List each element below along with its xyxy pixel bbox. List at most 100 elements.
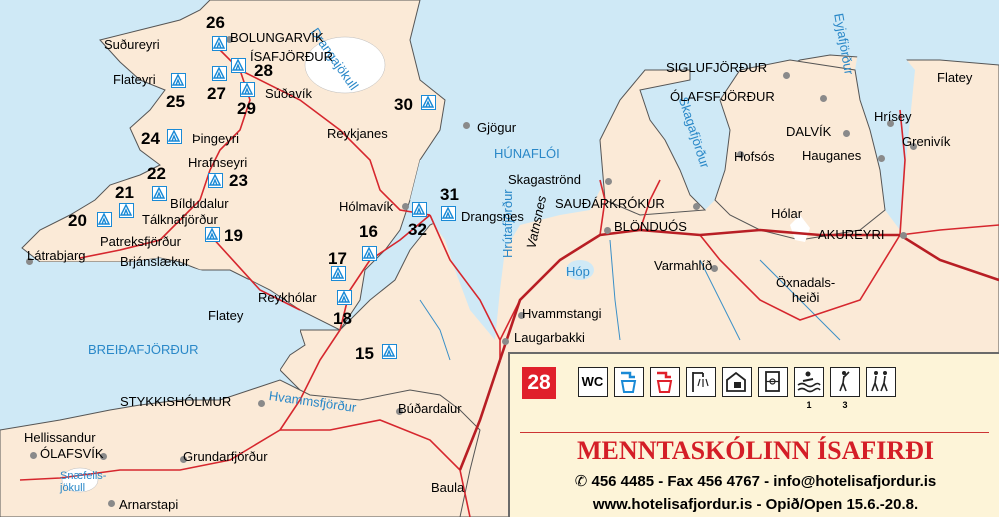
- town-dot-latrabjarg: [26, 258, 33, 265]
- town-label-isafjordur: ÍSAFJÖRÐUR: [250, 49, 334, 64]
- campsite-number-17: 17: [328, 249, 347, 268]
- town-dot-hofsos: [737, 151, 744, 158]
- town-label-skagastrond: Skagaströnd: [508, 172, 581, 187]
- town-label-siglufjordur: SIGLUFJÖRÐUR: [666, 60, 768, 75]
- campsite-marker-30[interactable]: [421, 95, 436, 110]
- campsite-marker-21[interactable]: [119, 203, 134, 218]
- campsite-marker-22[interactable]: [152, 186, 167, 201]
- campsite-number-15: 15: [355, 344, 374, 363]
- campsite-number-23: 23: [229, 171, 248, 190]
- town-dot-grundarfjordur: [180, 456, 187, 463]
- town-dot-blonduos: [604, 227, 611, 234]
- town-dot-budardalur: [396, 408, 403, 415]
- hiking-icon: [866, 367, 896, 397]
- campsite-marker-25[interactable]: [171, 73, 186, 88]
- town-label-varmahlid: Varmahlíð: [654, 258, 713, 273]
- lake-label-hop: Hóp: [566, 264, 590, 279]
- town-label-flatey-north: Flatey: [937, 70, 973, 85]
- town-label-bolungarvik: BOLUNGARVÍK: [230, 30, 324, 45]
- town-label-baula: Baula: [431, 480, 465, 495]
- town-label-holmavik: Hólmavík: [339, 199, 394, 214]
- town-label-talknafjordur: Tálknafjörður: [142, 212, 218, 227]
- campsite-number-29: 29: [237, 99, 256, 118]
- campsite-marker-20[interactable]: [97, 212, 112, 227]
- town-label-hellissandur: Hellissandur: [24, 430, 96, 445]
- campsite-number-31: 31: [440, 185, 459, 204]
- town-dot-hellissandur: [30, 452, 37, 459]
- town-label-akureyri: AKUREYRI: [818, 227, 885, 242]
- glacier-label-snaefellsjokull: Snæfells- jökull: [60, 470, 107, 494]
- campsite-marker-18[interactable]: [337, 290, 352, 305]
- campsite-number-16: 16: [359, 222, 378, 241]
- golf-distance: 3: [842, 400, 848, 410]
- town-dot-grenivik: [910, 143, 917, 150]
- campsite-marker-28[interactable]: [231, 58, 246, 73]
- town-label-grundarfjordur: Grundarfjörður: [183, 449, 268, 464]
- town-label-hvammstangi: Hvammstangi: [522, 306, 602, 321]
- town-dot-hauganes: [878, 155, 885, 162]
- town-label-drangsnes: Drangsnes: [461, 209, 524, 224]
- campsite-number-24: 24: [141, 129, 160, 148]
- town-label-oxnadalsheidi: Öxnadals- heiði: [776, 275, 836, 305]
- town-dot-olafsfjordur: [820, 95, 827, 102]
- campsite-marker-29[interactable]: [240, 82, 255, 97]
- campsite-marker-17[interactable]: [331, 266, 346, 281]
- town-label-thingeyri: Þingeyri: [192, 131, 239, 146]
- campsite-marker-26[interactable]: [212, 36, 227, 51]
- town-label-hauganes: Hauganes: [802, 148, 862, 163]
- wc-icon-label: WC: [581, 374, 604, 389]
- info-box-divider: [520, 432, 989, 433]
- town-label-flateyri: Flateyri: [113, 72, 156, 87]
- town-dot-laugarbakki: [502, 338, 509, 345]
- campsite-marker-24[interactable]: [167, 129, 182, 144]
- water-label-breidafjordur: BREIÐAFJÖRÐUR: [88, 342, 199, 357]
- road-network-major: [458, 228, 999, 471]
- town-dot-hvammstangi: [518, 312, 525, 319]
- town-label-dalvik: DALVÍK: [786, 124, 832, 139]
- campsite-marker-23[interactable]: [208, 173, 223, 188]
- phone-icon: ✆: [574, 473, 592, 490]
- campsite-marker-27[interactable]: [212, 66, 227, 81]
- town-label-laugarbakki: Laugarbakki: [514, 330, 585, 345]
- campsite-number-28: 28: [254, 61, 273, 80]
- town-label-sudavik: Súðavík: [265, 86, 312, 101]
- campsite-marker-15[interactable]: [382, 344, 397, 359]
- town-dot-akureyri: [900, 232, 907, 239]
- campsite-name: MENNTASKÓLINN ÍSAFIRÐI: [576, 436, 935, 465]
- water-label-hunafloi: HÚNAFLÓI: [494, 146, 560, 161]
- swimming-pool-distance: 1: [806, 400, 812, 410]
- campsite-number-19: 19: [224, 226, 243, 245]
- town-label-reykjanes: Reykjanes: [327, 126, 388, 141]
- campsite-marker-31[interactable]: [441, 206, 456, 221]
- campsite-number-badge: 28: [522, 367, 556, 399]
- campsite-website-line[interactable]: www.hotelisafjordur.is - Opið/Open 15.6.…: [592, 496, 919, 513]
- campsite-marker-16[interactable]: [362, 246, 377, 261]
- campsite-number-22: 22: [147, 164, 166, 183]
- town-label-sudureyri: Suðureyri: [104, 37, 160, 52]
- campsite-number-25: 25: [166, 92, 185, 111]
- town-dot-bolungarvik: [226, 36, 233, 43]
- town-label-gjogur: Gjögur: [477, 120, 517, 135]
- town-dot-stykkisholmur: [258, 400, 265, 407]
- town-dot-arnarstapi: [108, 500, 115, 507]
- hot-water-icon: [650, 367, 680, 397]
- campsite-number-21: 21: [115, 183, 134, 202]
- town-dot-olafsvik: [100, 453, 107, 460]
- campsite-marker-32[interactable]: [412, 202, 427, 217]
- town-label-stykkisholmur: STYKKISHÓLMUR: [120, 394, 232, 409]
- town-dot-hrisey: [887, 120, 894, 127]
- landmass-snaefellsnes: [0, 379, 481, 517]
- campsite-number-20: 20: [68, 211, 87, 230]
- town-dot-siglufjordur: [783, 72, 790, 79]
- campsite-marker-19[interactable]: [205, 227, 220, 242]
- town-label-bildudalur: Bíldudalur: [170, 196, 229, 211]
- cold-water-icon: [614, 367, 644, 397]
- town-label-latrabjarg: Látrabjarg: [27, 248, 86, 263]
- town-label-olafsvik: ÓLAFSVÍK: [40, 446, 104, 461]
- town-label-arnarstapi: Arnarstapi: [119, 497, 179, 512]
- town-label-grenivik: Grenivík: [902, 134, 951, 149]
- town-label-hofsos: Hofsós: [734, 149, 775, 164]
- campsite-number-32: 32: [408, 220, 427, 239]
- golf-icon: [830, 367, 860, 397]
- campsite-info-box: 28 WC 1 3 MENNTASKÓLINN ÍSAFIRÐI ✆ 456 4…: [508, 352, 999, 517]
